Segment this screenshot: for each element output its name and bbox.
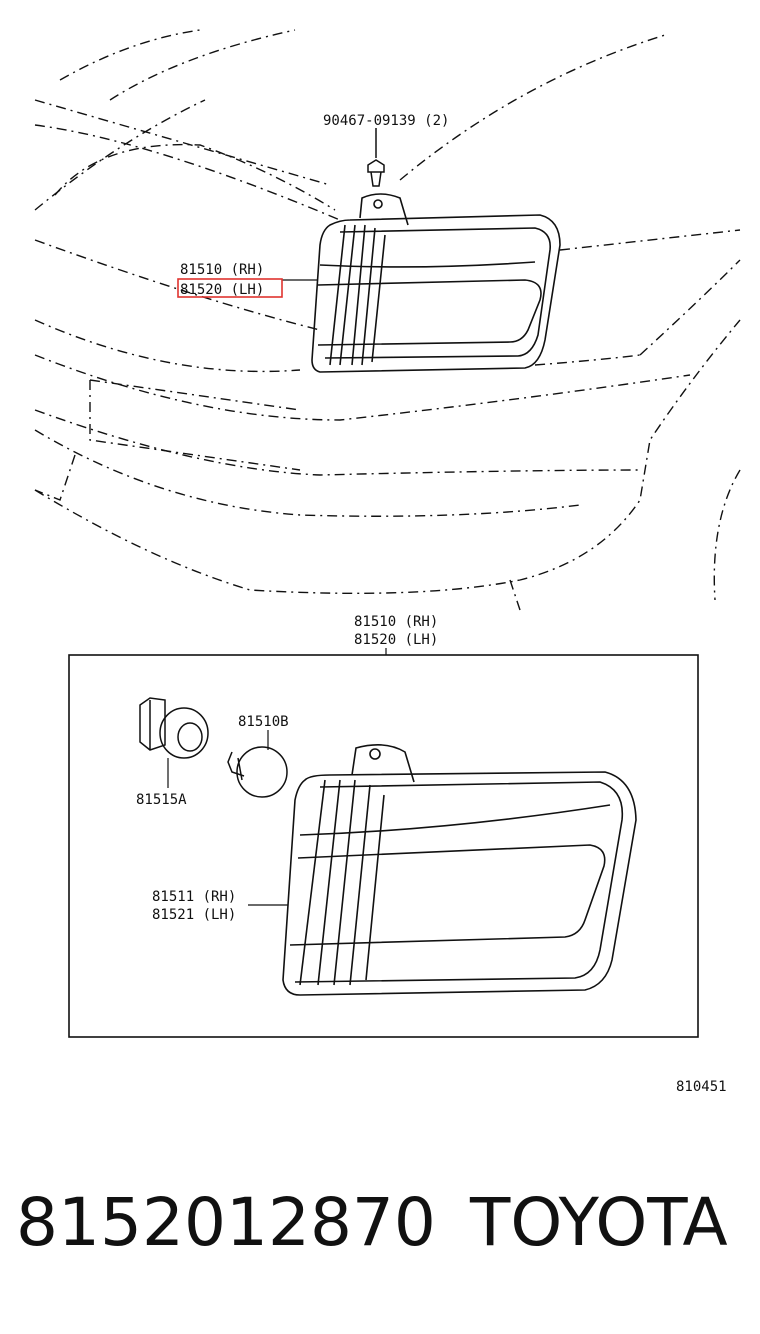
highlight-box bbox=[177, 278, 283, 298]
corner-lamp-installed bbox=[311, 193, 561, 373]
brand-name: TOYOTA bbox=[470, 1184, 728, 1261]
top-label-lh: 81520 (LH) bbox=[180, 282, 264, 298]
clip-label: 90467-09139 (2) bbox=[323, 113, 449, 129]
bulb-icon bbox=[227, 746, 288, 798]
lens-label-lh: 81521 (LH) bbox=[152, 907, 236, 923]
clip-screw-icon bbox=[367, 128, 385, 187]
car-body-outline bbox=[34, 29, 741, 611]
box-label-lh: 81520 (LH) bbox=[354, 632, 438, 648]
parts-diagram: 90467-09139 (2) 81510 (RH) 81520 (LH) 81… bbox=[34, 29, 741, 1095]
exploded-view-box bbox=[68, 654, 699, 1038]
lens-label-rh: 81511 (RH) bbox=[152, 889, 236, 905]
socket-label: 81515A bbox=[136, 792, 187, 808]
corner-lamp-lens bbox=[282, 744, 637, 996]
top-label-rh: 81510 (RH) bbox=[180, 262, 264, 278]
part-number: 8152012870 bbox=[16, 1184, 436, 1261]
socket-icon bbox=[139, 697, 209, 759]
bulb-label: 81510B bbox=[238, 714, 289, 730]
diagram-number: 810451 bbox=[676, 1079, 727, 1095]
box-label-rh: 81510 (RH) bbox=[354, 614, 438, 630]
